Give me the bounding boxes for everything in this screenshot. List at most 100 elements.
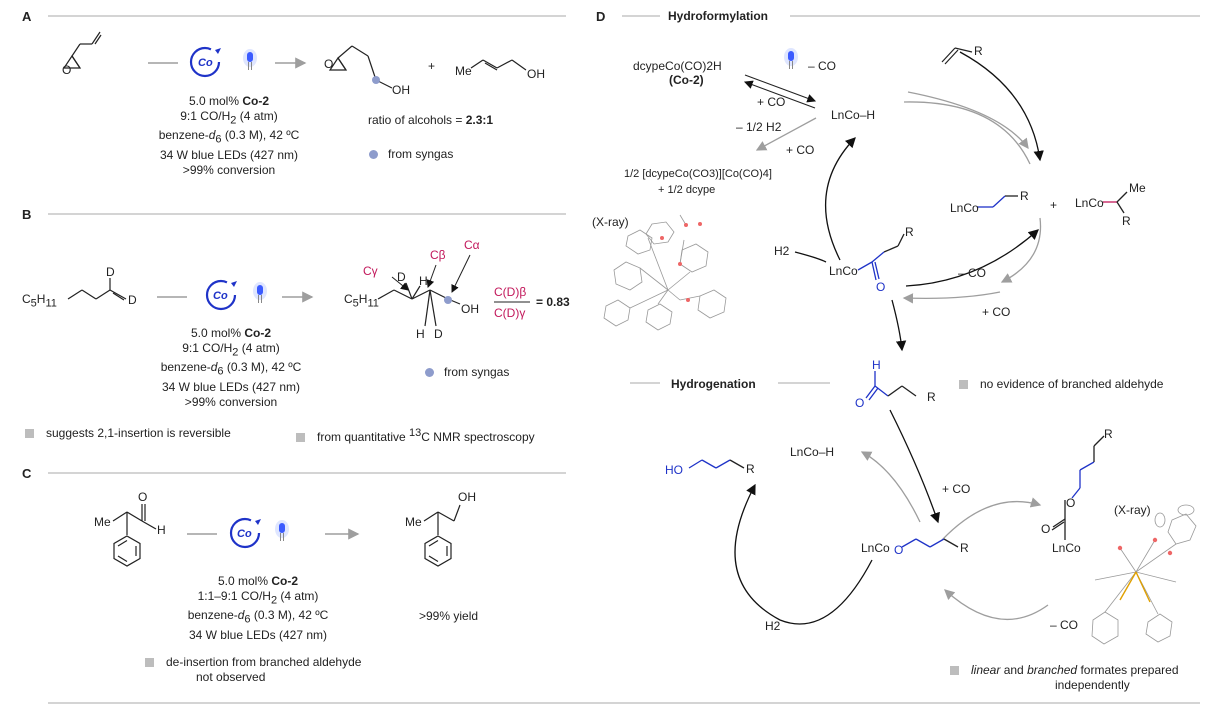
syngas-note: from syngas (369, 147, 453, 161)
precatalyst-name: (Co-2) (669, 73, 704, 87)
epoxide-oxygen: O (62, 63, 72, 77)
methyl-label: Me (455, 64, 472, 78)
alcohol-product (688, 459, 745, 469)
syngas-note: from syngas (425, 365, 509, 379)
product-hydroxyl: OH (392, 83, 410, 97)
alkoxide-complex (901, 538, 959, 548)
panel-c-aldehyde (112, 504, 157, 535)
panel-d-label: D (596, 9, 606, 24)
alkoxide-cobalt-label: LnCo (861, 541, 890, 555)
panel-c-label: C (22, 466, 32, 481)
pentyl-label: C5H11 (22, 292, 57, 310)
panel-c-alcohol (423, 504, 461, 535)
minus-co-label: – CO (958, 266, 987, 280)
methyl-label: Me (405, 515, 422, 529)
deuterium-label: D (397, 270, 406, 284)
side-product-label: + 1/2 dcype (658, 184, 716, 196)
hydrogenation-title: Hydrogenation (671, 377, 756, 391)
cobalt-hydride-label: LnCo–H (790, 445, 835, 459)
fraction-denominator: C(D)γ (494, 306, 526, 320)
ratio-of-alcohols: ratio of alcohols = 2.3:1 (368, 113, 494, 127)
cobalt-catalyst-logo: Co (198, 57, 213, 69)
c-beta-label: Cβ (430, 248, 446, 262)
plus-sign: + (428, 59, 436, 73)
hydrogen-gas-label: H2 (765, 619, 781, 633)
deuterium-label: D (434, 327, 443, 341)
aldehyde-hydrogen: H (157, 523, 166, 537)
alkoxide-oxygen: O (894, 543, 904, 557)
alkoxide-r-group: R (960, 541, 969, 555)
alkene-r-group: R (974, 44, 983, 58)
syngas-dot (372, 76, 380, 84)
blue-led-icon (242, 48, 258, 71)
alkyl-r-group: R (1020, 189, 1029, 203)
plus-sign: + (1050, 198, 1058, 212)
panel-a-product-1 (328, 45, 393, 89)
blue-led-icon (783, 47, 799, 70)
panel-a-product-2 (470, 59, 527, 71)
xray-label: (X-ray) (592, 215, 629, 229)
xray-label: (X-ray) (1114, 503, 1151, 517)
panel-a-epoxide (62, 31, 102, 69)
panel-b-label: B (22, 207, 32, 222)
cobalt-hydride-label: LnCo–H (831, 108, 876, 122)
acyl-complex (857, 233, 905, 281)
formate-oxygen: O (1041, 522, 1051, 536)
aldehyde-product (865, 371, 917, 401)
plus-co-label: + CO (982, 305, 1011, 319)
blue-led-icon (252, 281, 268, 304)
plus-co-label: + CO (786, 143, 815, 157)
acyl-oxygen: O (876, 280, 886, 294)
hydroformylation-title: Hydroformylation (668, 9, 769, 23)
side-product-label: 1/2 [dcypeCo(CO3)][Co(CO)4] (624, 168, 772, 180)
activation-arrows (743, 74, 817, 109)
product-yield: >99% yield (419, 609, 479, 623)
hydrogen-label: H (416, 327, 425, 341)
c-gamma-label: Cγ (363, 264, 378, 278)
carbonyl-oxygen: O (138, 490, 148, 504)
formates-note: linear and branched formates prepared in… (950, 663, 1179, 693)
product-hydroxyl: OH (458, 490, 476, 504)
pentyl-label: C5H11 (344, 292, 379, 310)
reversibility-note: suggests 2,1-insertion is reversible (25, 426, 231, 440)
xray-oxygen-atoms (660, 222, 702, 302)
hydrogen-gas-label: H2 (774, 244, 790, 258)
precatalyst-formula: dcypeCo(CO)2H (633, 59, 722, 73)
product-hydroxyl: OH (461, 302, 479, 316)
alkene-substrate (941, 47, 973, 65)
branched-alkyl (1103, 191, 1128, 214)
plus-co-label: + CO (757, 95, 786, 109)
blue-led-icon (274, 519, 290, 542)
cobalt-catalyst-logo: Co (237, 528, 252, 540)
methyl-label: Me (94, 515, 111, 529)
aldehyde-hydrogen: H (872, 358, 881, 372)
deuterium-ratio: = 0.83 (536, 295, 570, 309)
deuterium-label: D (106, 265, 115, 279)
panel-b-conditions: 5.0 mol% Co-2 9:1 CO/H2 (4 atm) benzene-… (160, 326, 302, 409)
formate-cobalt-label: LnCo (1052, 541, 1081, 555)
product-hydroxyl: OH (527, 67, 545, 81)
formate-complex (1051, 435, 1105, 540)
acyl-r-group: R (905, 225, 914, 239)
position-arrows (391, 254, 471, 293)
branched-alkyl-cobalt: LnCo (1075, 196, 1104, 210)
formate-r-group: R (1104, 427, 1113, 441)
cobalt-catalyst-logo: Co (213, 290, 228, 302)
minus-half-h2-label: – 1/2 H2 (736, 120, 782, 134)
xray-structure-1 (603, 214, 727, 331)
panel-c-conditions: 5.0 mol% Co-2 1:1–9:1 CO/H2 (4 atm) benz… (187, 574, 329, 642)
minus-co-label: – CO (1050, 618, 1079, 632)
hydrogen-label: H (419, 274, 428, 288)
alcohol-hydroxyl: HO (665, 463, 683, 477)
minus-co-label: – CO (808, 59, 837, 73)
panel-b-alkene (67, 278, 127, 301)
acyl-cobalt-label: LnCo (829, 264, 858, 278)
phenyl-ring (113, 535, 141, 567)
methyl-label: Me (1129, 181, 1146, 195)
nmr-note: from quantitative 13C NMR spectroscopy (296, 426, 535, 444)
hydrogenation-cycle (734, 409, 1049, 625)
aldehyde-oxygen: O (855, 396, 865, 410)
fraction-numerator: C(D)β (494, 285, 527, 299)
